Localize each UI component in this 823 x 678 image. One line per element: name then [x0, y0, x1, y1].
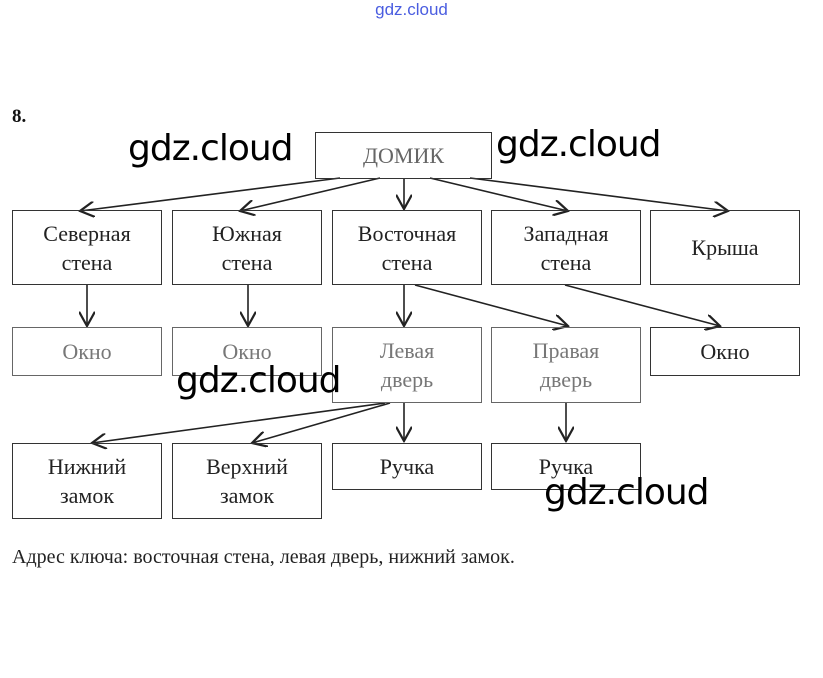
node-lower-lock: Нижний замок	[12, 443, 162, 519]
arrow	[92, 402, 386, 443]
task-number: 8.	[12, 106, 27, 127]
arrow	[252, 402, 391, 443]
node-east-wall: Восточная стена	[332, 210, 482, 285]
node-south-wall: Южная стена	[172, 210, 322, 285]
node-right-door: Правая дверь	[491, 327, 641, 403]
arrow	[80, 177, 341, 211]
caption: Адрес ключа: восточная стена, левая двер…	[12, 546, 515, 568]
arrow	[564, 284, 720, 326]
node-window-south: Окно	[172, 327, 322, 376]
node-handle-right: Ручка	[491, 443, 641, 490]
watermark-top: gdz.cloud	[375, 0, 448, 19]
node-handle-left: Ручка	[332, 443, 482, 490]
node-root: ДОМИК	[315, 132, 492, 179]
watermark: gdz.cloud	[128, 128, 294, 169]
watermark: gdz.cloud	[176, 360, 342, 401]
node-left-door: Левая дверь	[332, 327, 482, 403]
node-roof: Крыша	[650, 210, 800, 285]
node-north-wall: Северная стена	[12, 210, 162, 285]
arrow	[469, 177, 728, 211]
watermark: gdz.cloud	[496, 124, 662, 165]
arrow	[429, 177, 568, 211]
arrow	[240, 177, 381, 211]
node-upper-lock: Верхний замок	[172, 443, 322, 519]
watermark: gdz.cloud	[544, 472, 710, 513]
node-window-north: Окно	[12, 327, 162, 376]
node-west-wall: Западная стена	[491, 210, 641, 285]
node-window-roof: Окно	[650, 327, 800, 376]
arrow	[414, 284, 568, 326]
